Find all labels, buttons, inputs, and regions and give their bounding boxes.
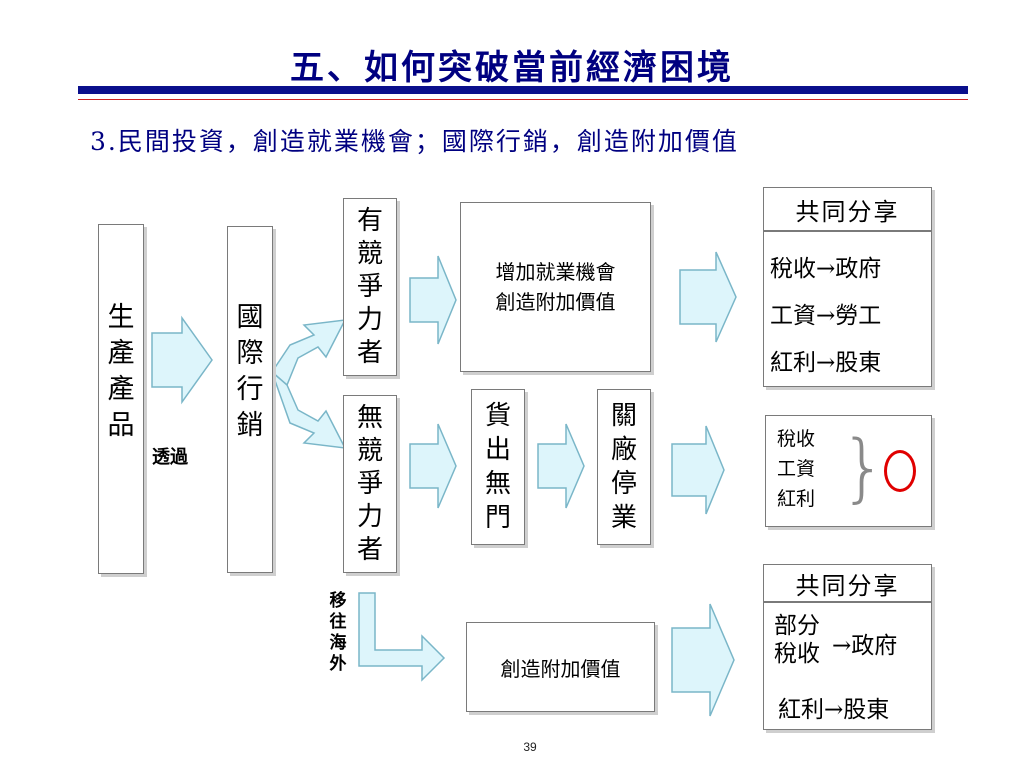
- arrow-bottom-result-to-share: [671, 603, 735, 717]
- box-share-top: [763, 187, 932, 387]
- arrow-produce-to-intl: [151, 315, 213, 405]
- box-intl-marketing: [227, 226, 273, 573]
- via-label: 透過: [152, 447, 188, 468]
- share-top-header: 共同分享: [795, 197, 900, 226]
- page-title: 五、如何突破當前經濟困境: [290, 48, 734, 88]
- share-bottom-part-tax: 部分 稅收: [774, 613, 820, 667]
- share-top-divider: [763, 230, 932, 232]
- arrow-split-down: [270, 369, 347, 449]
- zero-share-brace: }: [840, 425, 888, 511]
- share-bottom-to-gov: →政府: [832, 633, 898, 659]
- share-bottom-header: 共同分享: [795, 571, 900, 600]
- produce-text: 生 產 產 品: [107, 302, 135, 441]
- intl-text: 國 際 行 銷: [236, 302, 264, 441]
- unsold-text: 貨 出 無 門: [484, 401, 511, 533]
- competitive-text: 有 競 爭 力 者: [356, 205, 383, 368]
- arrow-unsold-to-closed: [537, 423, 585, 509]
- bottom-result-text: 創造附加價值: [500, 656, 621, 681]
- arrow-result-to-share: [679, 251, 737, 343]
- subtitle: 3.民間投資，創造就業機會；國際行銷，創造附加價值: [90, 127, 739, 156]
- title-rule-red: [78, 99, 968, 100]
- page-number: 39: [523, 740, 537, 754]
- arrow-noncompetitive-to-unsold: [409, 423, 457, 509]
- share-bottom-divider: [763, 601, 932, 603]
- move-overseas-label: 移 往 海 外: [329, 591, 347, 674]
- share-top-lines: 稅收→政府 工資→勞工 紅利→股東: [770, 256, 882, 376]
- closed-text: 關 廠 停 業: [610, 401, 637, 533]
- box-competitive: [343, 198, 397, 376]
- share-bottom-dividend: 紅利→股東: [778, 697, 890, 723]
- box-unsold: [471, 389, 525, 545]
- arrow-closed-to-zero: [671, 425, 725, 515]
- box-top-result: [460, 202, 651, 372]
- box-share-bottom: [763, 564, 932, 730]
- arrow-competitive-to-result: [409, 255, 457, 345]
- box-noncompetitive: [343, 395, 397, 573]
- zero-share-lines: 稅收 工資 紅利: [777, 428, 816, 510]
- arrow-move-overseas: [358, 592, 446, 682]
- box-closed: [597, 389, 651, 545]
- box-produce: [98, 224, 144, 574]
- zero-circle: [884, 450, 916, 492]
- box-bottom-result: [466, 622, 655, 712]
- top-result-text: 增加就業機會 創造附加價值: [495, 260, 616, 314]
- noncompetitive-text: 無 競 爭 力 者: [356, 402, 383, 565]
- title-rule-blue: [78, 86, 968, 94]
- arrow-split-up: [271, 319, 347, 387]
